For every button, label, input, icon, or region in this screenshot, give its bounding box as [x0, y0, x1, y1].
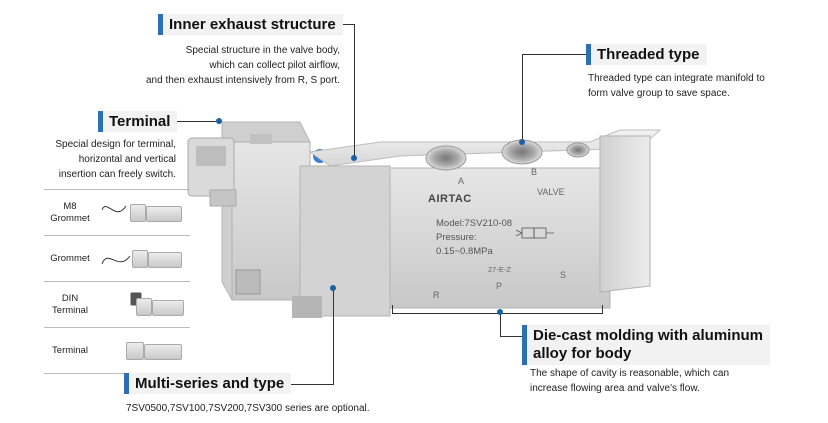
threaded-type-line-1: Threaded type can integrate manifold to — [588, 73, 765, 84]
die-cast-line-1: The shape of cavity is reasonable, which… — [530, 368, 729, 379]
option-label-line-2: Terminal — [52, 304, 88, 316]
leader-multi-series-v — [333, 288, 334, 385]
option-label-line-1: M8 — [63, 200, 77, 212]
inner-exhaust-line-2: which can collect pilot airflow, — [209, 60, 340, 71]
option-label: DIN Terminal — [44, 293, 96, 317]
die-cast-description: The shape of cavity is reasonable, which… — [530, 366, 820, 396]
valve-symbol-icon — [515, 227, 554, 239]
option-label-line-1: Grommet — [50, 252, 90, 264]
multi-series-description: 7SV0500,7SV100,7SV200,7SV300 series are … — [126, 401, 426, 416]
inner-exhaust-title: Inner exhaust structure — [158, 14, 343, 35]
solenoid-coil — [187, 121, 311, 301]
valve-code: 27-E-Z — [488, 265, 511, 274]
option-label: Grommet — [44, 253, 96, 265]
multi-series-line-1: 7SV0500,7SV100,7SV200,7SV300 series are … — [126, 403, 370, 414]
option-label: Terminal — [44, 345, 96, 357]
port-a-hole — [425, 145, 467, 171]
die-cast-bracket-right — [602, 305, 603, 314]
port-b-label: B — [531, 167, 538, 177]
terminal-line-2: horizontal and vertical — [78, 154, 176, 165]
port-r-label: R — [433, 290, 440, 300]
die-cast-title-line-2: alloy for body — [533, 345, 632, 362]
valve-word: VALVE — [537, 187, 565, 197]
terminal-description: Special design for terminal, horizontal … — [20, 137, 176, 182]
option-row-grommet: Grommet — [44, 236, 190, 282]
valve-pressure-label: Pressure: — [436, 232, 477, 243]
grommet-valve-image — [96, 238, 190, 280]
m8-cable-icon — [101, 205, 127, 212]
die-cast-title-line-1: Die-cast molding with aluminum — [533, 327, 764, 344]
port-p-label: P — [496, 281, 503, 291]
option-label-line-2: Grommet — [50, 212, 90, 224]
grommet-cable-icon — [101, 255, 131, 264]
option-label: M8 Grommet — [44, 201, 96, 225]
inner-exhaust-line-3: and then exhaust intensively from R, S p… — [146, 75, 340, 86]
port-s-label: S — [560, 270, 567, 280]
leader-multi-series-h — [290, 384, 334, 385]
leader-threaded-h — [522, 54, 586, 55]
option-row-din-terminal: DIN Terminal — [44, 282, 190, 328]
die-cast-title: Die-cast molding with aluminum alloy for… — [522, 325, 771, 365]
m8-grommet-valve-image — [96, 192, 190, 234]
leader-terminal-h — [176, 121, 222, 122]
valve-model: Model:7SV210-08 — [436, 218, 513, 229]
leader-die-cast-v — [500, 313, 501, 337]
threaded-type-title: Threaded type — [586, 44, 707, 65]
leader-inner-exhaust-v — [354, 24, 355, 157]
valve-pressure-value: 0.15~0.8MPa — [436, 246, 493, 257]
option-row-m8-grommet: M8 Grommet — [44, 190, 190, 236]
leader-die-cast-h — [500, 336, 522, 337]
leader-threaded-dot — [519, 139, 525, 145]
inner-exhaust-line-1: Special structure in the valve body, — [185, 45, 340, 56]
port-a-label: A — [458, 176, 465, 186]
terminal-line-3: insertion can freely switch. — [58, 169, 176, 180]
terminal-line-1: Special design for terminal, — [55, 139, 176, 150]
leader-inner-exhaust-h — [340, 24, 354, 25]
option-row-terminal: Terminal — [44, 328, 190, 374]
leader-multi-series-dot — [330, 285, 336, 291]
leader-die-cast-dot — [497, 309, 503, 315]
leader-threaded-v — [522, 54, 523, 142]
threaded-type-line-2: form valve group to save space. — [588, 88, 730, 99]
die-cast-line-2: increase flowing area and valve's flow. — [530, 383, 700, 394]
terminal-title: Terminal — [98, 111, 178, 132]
leader-inner-exhaust-dot — [351, 155, 357, 161]
threaded-type-description: Threaded type can integrate manifold to … — [588, 71, 820, 101]
din-terminal-valve-image — [96, 284, 190, 326]
die-cast-bracket-left — [392, 305, 393, 314]
valve-brand: AIRTAC — [428, 193, 472, 205]
option-label-line-1: DIN — [61, 292, 79, 304]
terminal-valve-image — [96, 330, 190, 372]
multi-series-title: Multi-series and type — [124, 373, 292, 394]
inner-exhaust-description: Special structure in the valve body, whi… — [140, 43, 340, 88]
pilot-port-hole — [566, 142, 590, 158]
option-label-line-1: Terminal — [52, 344, 88, 356]
leader-terminal-dot — [216, 118, 222, 124]
connector-options-table: M8 Grommet Grommet DIN Terminal — [44, 189, 190, 374]
